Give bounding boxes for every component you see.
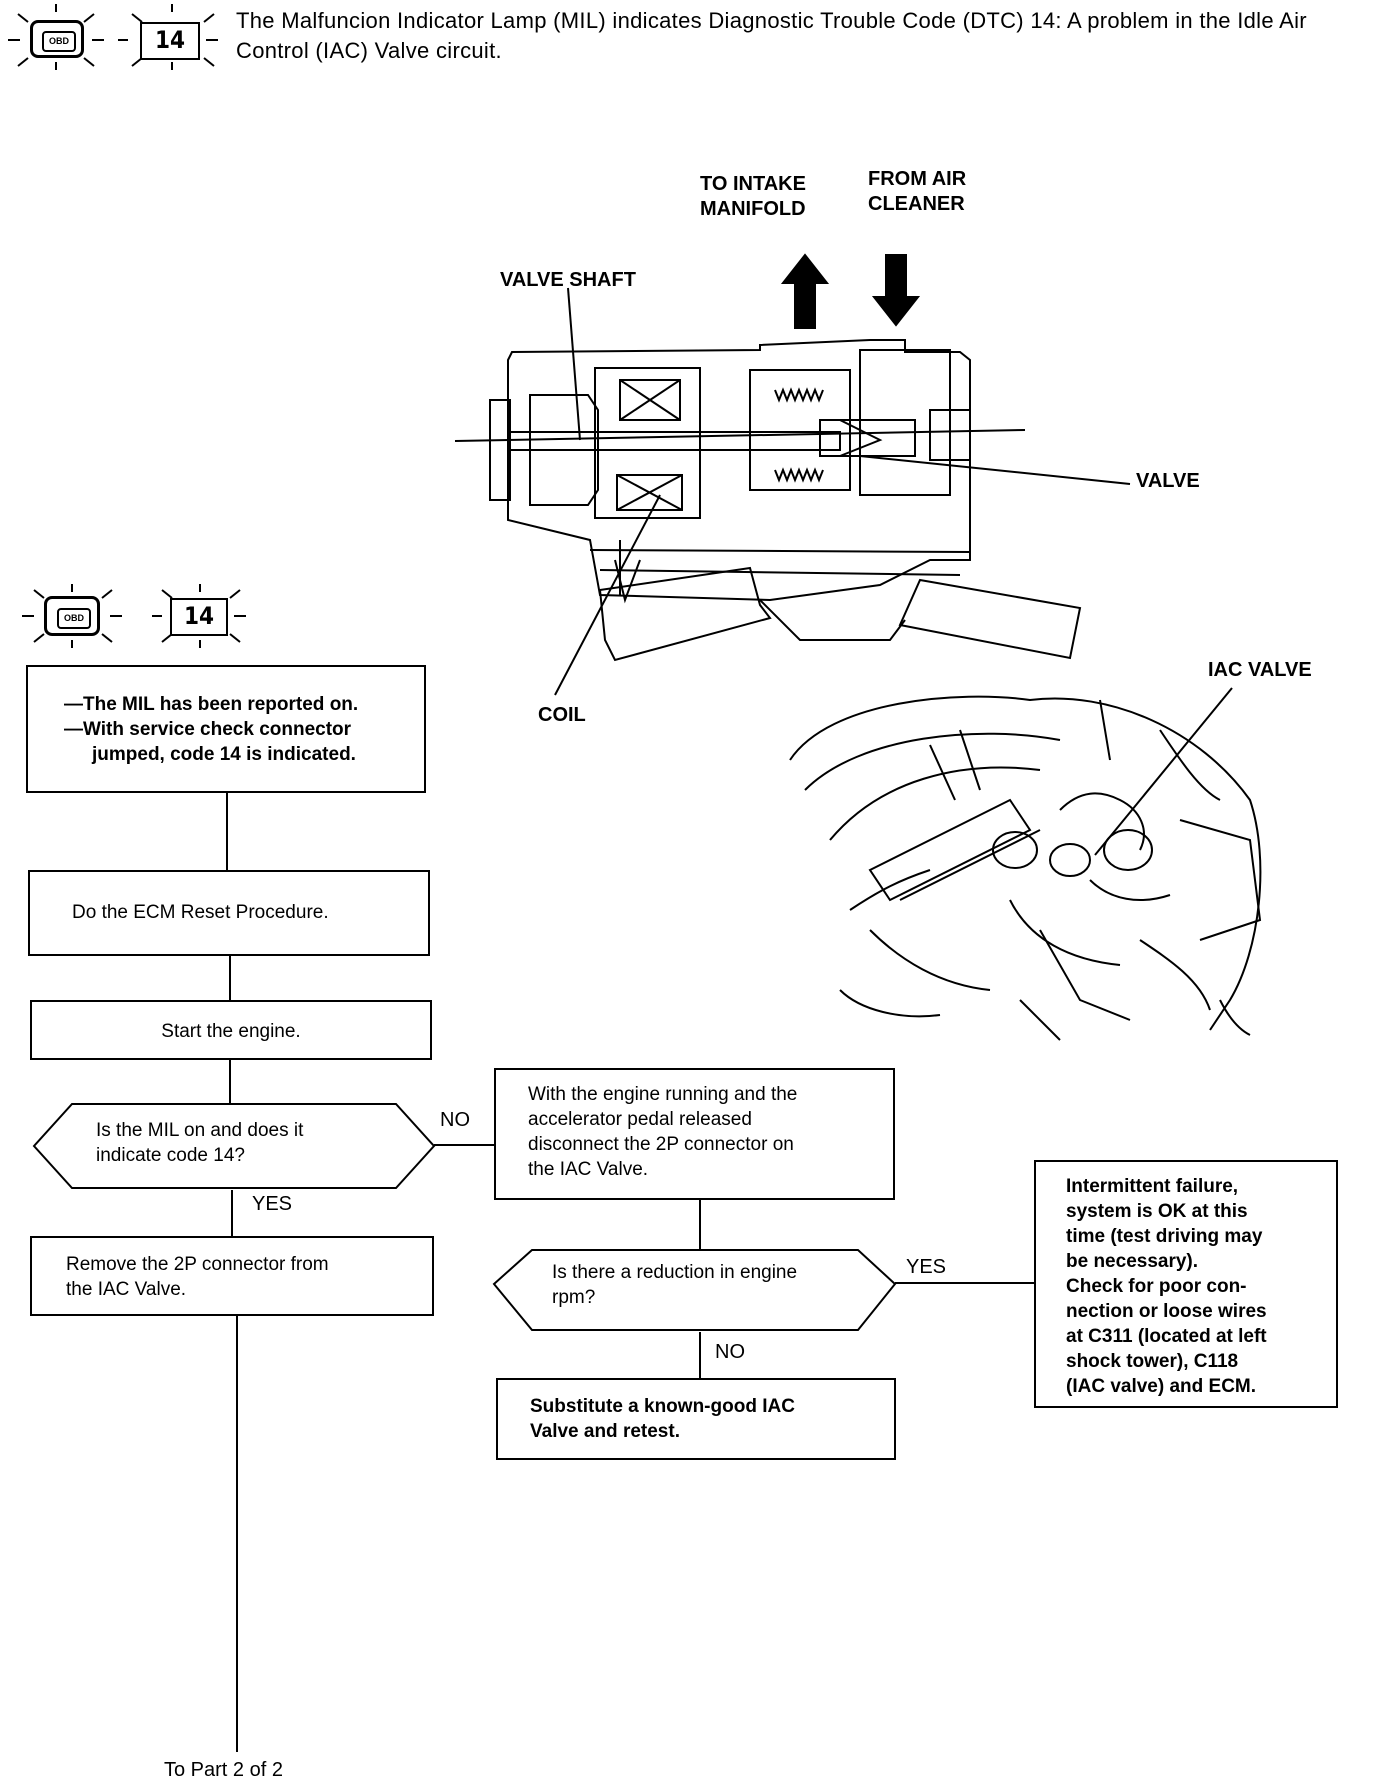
mil-reported-box: —The MIL has been reported on. —With ser…: [26, 665, 426, 793]
from-air-line-1: FROM AIR: [868, 168, 967, 190]
intermittent-line-4: be necessary).: [1066, 1251, 1199, 1272]
remove-box-line-1: Remove the 2P connector from: [66, 1254, 329, 1275]
engine-running-line-3: disconnect the 2P connector on: [528, 1134, 794, 1155]
start-engine-box: Start the engine.: [30, 1000, 432, 1060]
check-engine-icon: OBD: [30, 20, 84, 58]
remove-connector-box: Remove the 2P connector from the IAC Val…: [30, 1236, 434, 1316]
engine-running-line-4: the IAC Valve.: [528, 1159, 649, 1180]
check-engine-icon-flow: OBD: [44, 596, 100, 636]
yes-label-1: YES: [252, 1193, 293, 1215]
substitute-valve-box: Substitute a known-good IAC Valve and re…: [496, 1378, 896, 1460]
obd-icon-label-flow: OBD: [57, 608, 91, 629]
intermittent-line-8: shock tower), C118: [1066, 1351, 1239, 1372]
no-label-1: NO: [440, 1109, 470, 1131]
iac-cross-section-drawing: [454, 253, 1131, 696]
to-intake-line-1: TO INTAKE: [700, 173, 806, 195]
intermittent-line-9: (IAC valve) and ECM.: [1066, 1376, 1257, 1397]
valve-label: VALVE: [1136, 470, 1200, 492]
to-intake-label: TO INTAKE MANIFOLD: [700, 172, 806, 222]
engine-running-line-2: accelerator pedal released: [528, 1109, 752, 1130]
ecm-reset-box: Do the ECM Reset Procedure.: [28, 870, 430, 956]
question2-line-2: rpm?: [552, 1287, 596, 1308]
intermittent-line-3: time (test driving may: [1066, 1226, 1263, 1247]
intermittent-line-5: Check for poor con-: [1066, 1276, 1247, 1297]
start-box-line-2: —With service check connector: [64, 719, 352, 740]
iac-valve-label: IAC VALVE: [1208, 659, 1312, 681]
to-part-2-label: To Part 2 of 2: [164, 1759, 283, 1781]
engine-bay-drawing: [789, 687, 1262, 1041]
no-label-2: NO: [715, 1341, 745, 1363]
header-text: The Malfuncion Indicator Lamp (MIL) indi…: [236, 8, 1307, 63]
substitute-line-2: Valve and retest.: [530, 1421, 680, 1442]
intermittent-line-6: nection or loose wires: [1066, 1301, 1267, 1322]
engine-running-line-1: With the engine running and the: [528, 1084, 798, 1105]
question2-line-1: Is there a reduction in engine: [552, 1262, 798, 1283]
start-engine-text: Start the engine.: [161, 1021, 301, 1042]
question-mil-on: Is the MIL on and does it indicate code …: [96, 1118, 303, 1168]
intermittent-line-7: at C311 (located at left: [1066, 1326, 1267, 1347]
flow-code-badge: 14: [170, 598, 228, 636]
start-box-line-3: jumped, code 14 is indicated.: [92, 744, 356, 765]
question-rpm-reduction: Is there a reduction in engine rpm?: [552, 1260, 797, 1310]
substitute-line-1: Substitute a known-good IAC: [530, 1396, 795, 1417]
remove-box-line-2: the IAC Valve.: [66, 1279, 187, 1300]
from-air-line-2: CLEANER: [868, 193, 965, 215]
start-box-line-1: —The MIL has been reported on.: [64, 694, 359, 715]
question1-line-2: indicate code 14?: [96, 1145, 245, 1166]
header-code-badge: 14: [140, 22, 200, 60]
header-mil-rays: [8, 4, 218, 70]
obd-icon-label: OBD: [42, 31, 76, 52]
coil-label: COIL: [538, 704, 586, 726]
valve-shaft-label: VALVE SHAFT: [500, 269, 636, 291]
to-intake-line-2: MANIFOLD: [700, 198, 806, 220]
intermittent-line-1: Intermittent failure,: [1066, 1176, 1239, 1197]
flow-mil-rays: [22, 584, 246, 648]
engine-running-box: With the engine running and the accelera…: [494, 1068, 895, 1200]
from-air-label: FROM AIR CLEANER: [868, 167, 966, 217]
yes-label-2: YES: [906, 1256, 947, 1278]
ecm-reset-text: Do the ECM Reset Procedure.: [72, 902, 329, 923]
intermittent-failure-box: Intermittent failure, system is OK at th…: [1034, 1160, 1338, 1408]
question1-line-1: Is the MIL on and does it: [96, 1120, 304, 1141]
intermittent-line-2: system is OK at this: [1066, 1201, 1248, 1222]
